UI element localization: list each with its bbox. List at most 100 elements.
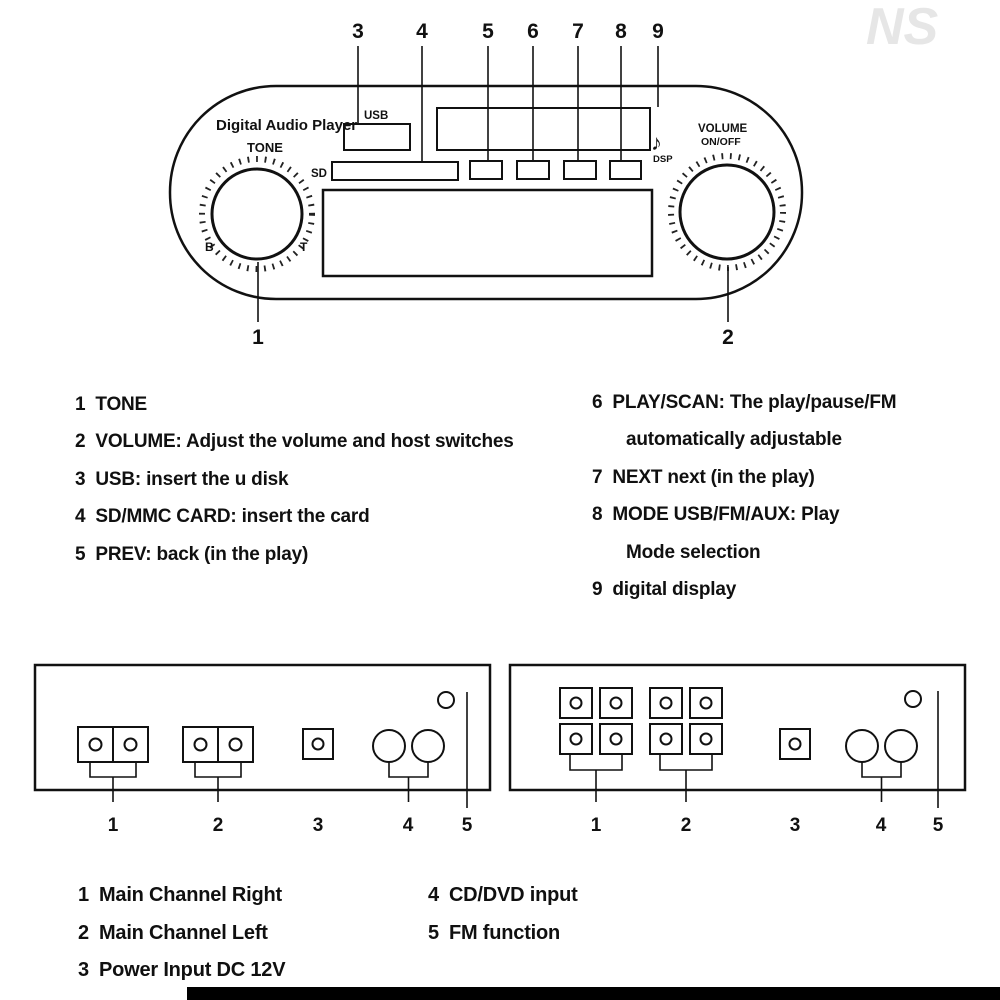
- mode-button: [609, 160, 642, 180]
- legend-item-mode-cont: Mode selection: [592, 534, 896, 572]
- speaker-terminal: [649, 687, 683, 719]
- legend-num: 5: [75, 543, 86, 565]
- rear-right-brackets: [569, 691, 939, 808]
- speaker-terminal: [649, 723, 683, 755]
- rear-left-brackets: [89, 692, 468, 808]
- callout-number-1: 1: [252, 326, 264, 349]
- legend-text: TONE: [95, 393, 148, 415]
- tone-label: TONE: [247, 140, 283, 155]
- legend-item-prev: 5 PREV: back (in the play): [75, 536, 514, 574]
- legend-item-play-scan: 6 PLAY/SCAN: The play/pause/FM: [592, 384, 897, 422]
- callout-number-9: 9: [652, 20, 664, 43]
- legend-text: Power Input DC 12V: [98, 959, 286, 982]
- legend-num: 2: [75, 431, 86, 453]
- digital-display: [436, 107, 651, 151]
- speaker-terminal: [182, 726, 219, 763]
- callout-number-5: 5: [482, 20, 494, 43]
- rear-right-connectors: [559, 687, 922, 763]
- legend-text: Main Channel Left: [98, 921, 268, 944]
- front-panel-outline: [168, 84, 804, 301]
- legend-num: 1: [75, 393, 86, 415]
- legend-item-display: 9 digital display: [592, 572, 896, 610]
- dsp-label: DSP: [653, 154, 673, 165]
- rear-panels-outline: [33, 663, 967, 792]
- legend-num: 2: [78, 921, 89, 944]
- front-callout-numbers: 3 4 5 6 7 8 9 1 2: [252, 20, 734, 349]
- front-ports-group: [331, 107, 651, 181]
- callout-number-3: 3: [352, 20, 364, 43]
- speaker-terminal: [689, 723, 723, 755]
- terminal-hole: [609, 696, 623, 710]
- fm-antenna-jack: [904, 690, 922, 708]
- legend-item-power: 3 Power Input DC 12V: [78, 952, 286, 990]
- watermark-text: NS: [866, 0, 939, 56]
- power-pin: [311, 737, 325, 751]
- callout-number-6: 6: [527, 20, 539, 43]
- legend-text: CD/DVD input: [448, 884, 578, 907]
- legend-item-fm: 5 FM function: [428, 915, 578, 953]
- legend-num: 8: [592, 504, 603, 526]
- page-footer-bar: [187, 987, 1000, 1000]
- terminal-hole: [123, 737, 138, 752]
- legend-item-mode: 8 MODE USB/FM/AUX: Play: [592, 497, 896, 535]
- terminal-hole: [659, 732, 673, 746]
- legend-item-next: 7 NEXT next (in the play): [592, 459, 896, 497]
- sd-label: SD: [311, 168, 327, 180]
- legend-num: 5: [428, 921, 439, 944]
- terminal-hole: [659, 696, 673, 710]
- speaker-terminal: [77, 726, 114, 763]
- legend-item-main-left: 2 Main Channel Left: [78, 915, 285, 953]
- front-legend-left: 1 TONE 2 VOLUME: Adjust the volume and h…: [75, 386, 514, 574]
- legend-text: MODE USB/FM/AUX: Play: [612, 504, 840, 526]
- speaker-terminal: [599, 687, 633, 719]
- terminal-hole: [569, 732, 583, 746]
- sd-card-slot: [331, 161, 459, 181]
- legend-num: 4: [428, 884, 439, 907]
- usb-label: USB: [364, 110, 388, 122]
- terminal-hole: [699, 696, 713, 710]
- rear-number-3: 3: [313, 815, 324, 836]
- legend-text: Main Channel Right: [98, 884, 282, 907]
- rear-number-4: 4: [876, 815, 887, 836]
- legend-text: SD/MMC CARD: insert the card: [95, 506, 370, 528]
- power-input-jack: [302, 728, 334, 760]
- rear-legend-right: 4 CD/DVD input 5 FM function: [428, 877, 578, 952]
- legend-num: 6: [592, 391, 603, 413]
- legend-num: 4: [75, 506, 86, 528]
- rca-input-jack: [884, 729, 918, 763]
- rca-input-jack: [845, 729, 879, 763]
- rear-callout-numbers: 1 2 3 4 5 1 2 3 4 5: [108, 815, 944, 836]
- group-bracket: [569, 754, 623, 771]
- onoff-label: ON/OFF: [701, 136, 741, 148]
- rear-number-1: 1: [108, 815, 119, 836]
- callout-number-4: 4: [416, 20, 428, 43]
- power-pin: [788, 737, 802, 751]
- terminal-hole: [569, 696, 583, 710]
- terminal-hole: [88, 737, 103, 752]
- power-input-jack: [779, 728, 811, 760]
- rear-number-5: 5: [462, 815, 473, 836]
- legend-item-usb: 3 USB: insert the u disk: [75, 461, 514, 499]
- legend-text: PLAY/SCAN: The play/pause/FM: [612, 391, 897, 413]
- rear-number-5: 5: [933, 815, 944, 836]
- legend-text: VOLUME: Adjust the volume and host switc…: [95, 431, 514, 453]
- group-bracket: [388, 762, 429, 778]
- group-bracket: [194, 762, 242, 778]
- bass-label: B: [205, 240, 214, 254]
- front-panel-group: [168, 84, 804, 301]
- volume-knob-body: [678, 163, 776, 261]
- legend-num: 1: [78, 884, 89, 907]
- speaker-terminal: [559, 723, 593, 755]
- legend-num: 7: [592, 466, 603, 488]
- legend-item-sd: 4 SD/MMC CARD: insert the card: [75, 499, 514, 537]
- dsp-note-icon: ♪: [651, 130, 662, 155]
- legend-text: automatically adjustable: [626, 429, 842, 451]
- speaker-terminal: [559, 687, 593, 719]
- legend-item-main-right: 1 Main Channel Right: [78, 877, 285, 915]
- legend-item-play-scan-cont: automatically adjustable: [592, 422, 896, 460]
- legend-text: USB: insert the u disk: [95, 468, 289, 490]
- tone-knob: [199, 156, 315, 272]
- legend-text: FM function: [448, 921, 561, 944]
